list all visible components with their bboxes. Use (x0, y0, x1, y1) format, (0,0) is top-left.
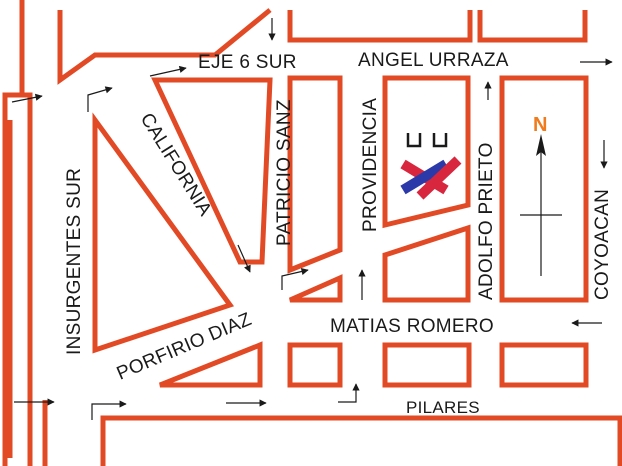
street-label-insurgentes-sur: INSURGENTES SUR (64, 168, 85, 355)
block-south-1 (287, 342, 343, 388)
arrow-icon (87, 86, 113, 112)
block-south-3 (499, 342, 589, 388)
block-adolfo-prieto-south (382, 224, 471, 303)
block-east-north-arrow (499, 75, 589, 303)
street-label-pilares: PILARES (406, 398, 480, 417)
street-label-adolfo-prieto: ADOLFO PRIETO (476, 142, 497, 300)
double-bracket-icon (406, 133, 448, 148)
street-label-angel-urraza: ANGEL URRAZA (358, 50, 509, 71)
compass: N (520, 114, 562, 276)
arrow-icon (149, 65, 187, 77)
crossed-x-marker-icon (400, 156, 462, 200)
street-label-matias-romero: MATIAS ROMERO (330, 316, 494, 337)
block-south-porfirio (159, 341, 263, 388)
block-insurgentes-west (19, 0, 48, 466)
block-triangle-west (92, 112, 235, 354)
block-patricio-sanz (287, 75, 343, 274)
street-label-coyoacan: COYOACAN (592, 189, 613, 300)
arrow-icon (281, 267, 309, 290)
block-bottom-strip (100, 415, 622, 466)
block-north-top-mid (287, 10, 473, 43)
block-north-top-right (477, 10, 588, 43)
block-providencia (382, 75, 471, 229)
arrow-icon (91, 400, 127, 420)
street-label-patricio-sanz: PATRICIO SANZ (274, 99, 295, 246)
location-marker (400, 133, 462, 200)
north-label: N (533, 114, 547, 136)
north-arrow-icon (536, 134, 546, 156)
traffic-arrows (11, 18, 613, 420)
arrow-icon (338, 383, 360, 403)
block-south-2 (382, 342, 472, 388)
street-label-eje6sur: EJE 6 SUR (198, 52, 297, 73)
street-label-providencia: PROVIDENCIA (360, 98, 381, 232)
block-small-triangle (288, 274, 343, 303)
arrow-icon (237, 244, 251, 273)
block-north-top-left (57, 8, 272, 85)
arrow-icon (11, 93, 43, 103)
block-california-wedge (151, 77, 273, 265)
